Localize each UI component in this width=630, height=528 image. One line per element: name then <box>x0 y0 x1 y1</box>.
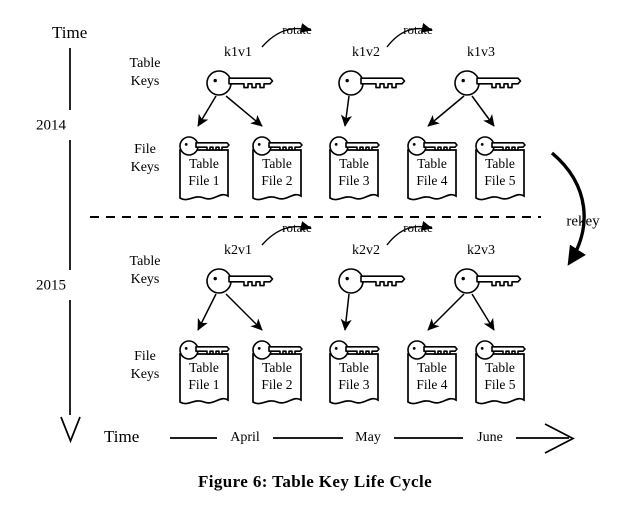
file-label-line2: File 4 <box>416 377 447 392</box>
rotate-label-1-2015: rotate <box>282 220 312 235</box>
figure-caption-container: Figure 6: Table Key Life Cycle <box>0 472 630 492</box>
file-label-line1: Table <box>417 156 447 171</box>
horizontal-axis-label: Time <box>104 427 139 446</box>
table-keys-label-line1-2015: Table <box>130 254 161 269</box>
file-keys-label-line1-2015: File <box>134 349 156 364</box>
derivation-arrow-k2v2-file3 <box>340 293 352 331</box>
derivation-arrow-k1v1-file1 <box>197 95 217 127</box>
derivation-arrows-2014 <box>197 95 495 127</box>
table-key-icon-k1v1 <box>206 70 274 96</box>
derivation-arrow-k2v1-file2 <box>225 293 263 331</box>
file-label-line1: Table <box>339 360 369 375</box>
table-key-icon-k2v3 <box>454 268 522 294</box>
rekey-arrow: rekey <box>550 151 600 266</box>
derivation-arrows-2015 <box>197 293 495 331</box>
rotate-arrow-1-2014: rotate <box>261 22 312 48</box>
file-label-line2: File 3 <box>338 377 369 392</box>
rotate-label-2-2015: rotate <box>403 220 433 235</box>
vertical-time-axis: Time 2014 2015 <box>36 23 87 444</box>
file-label-line2: File 5 <box>484 173 515 188</box>
table-key-icon-k1v3 <box>454 70 522 96</box>
table-key-labels-2015: k2v1 k2v2 k2v3 <box>224 243 495 258</box>
file-label-line1: Table <box>485 156 515 171</box>
derivation-arrow-k2v1-file1 <box>197 293 217 331</box>
derivation-arrow-k1v3-file5 <box>471 95 495 127</box>
file-label-line1: Table <box>189 156 219 171</box>
table-key-label-k2v3: k2v3 <box>467 243 495 258</box>
file-icon-2015-3: Table File 3 <box>329 340 380 405</box>
file-keys-label-line1-2014: File <box>134 142 156 157</box>
table-key-label-k1v3: k1v3 <box>467 45 495 60</box>
file-label-line2: File 4 <box>416 173 447 188</box>
rotate-arrow-2-2015: rotate <box>386 220 433 246</box>
year-tick-2015: 2015 <box>36 277 66 293</box>
derivation-arrow-k2v3-file5 <box>471 293 495 331</box>
file-icon-2014-4: Table File 4 <box>407 136 458 201</box>
file-icon-2015-2: Table File 2 <box>252 340 303 405</box>
derivation-arrow-k1v3-file4 <box>427 95 465 127</box>
horizontal-time-axis: Time April May June <box>104 423 575 454</box>
rotate-arrow-2-2014: rotate <box>386 22 433 48</box>
year-tick-2014: 2014 <box>36 117 67 133</box>
file-label-line1: Table <box>262 156 292 171</box>
table-key-label-k1v2: k1v2 <box>352 45 380 60</box>
file-label-line2: File 1 <box>188 173 219 188</box>
file-label-line2: File 1 <box>188 377 219 392</box>
vertical-axis-arrowhead <box>60 416 81 444</box>
table-key-icon-k1v2 <box>338 70 406 96</box>
file-label-line2: File 5 <box>484 377 515 392</box>
file-icon-2014-5: Table File 5 <box>475 136 526 201</box>
derivation-arrow-k1v2-file3 <box>340 95 352 127</box>
table-key-labels-2014: k1v1 k1v2 k1v3 <box>224 45 495 60</box>
figure-caption: Figure 6: Table Key Life Cycle <box>197 472 433 491</box>
file-label-line2: File 2 <box>261 173 292 188</box>
month-label-june: June <box>477 430 503 445</box>
row-labels-2014: Table Keys File Keys <box>130 56 161 175</box>
table-keys-label-line2-2014: Keys <box>131 74 160 89</box>
file-label-line2: File 3 <box>338 173 369 188</box>
month-label-may: May <box>355 430 381 445</box>
rotate-arrow-1-2015: rotate <box>261 220 312 246</box>
file-icon-2014-3: Table File 3 <box>329 136 380 201</box>
file-label-line1: Table <box>189 360 219 375</box>
file-icon-2015-1: Table File 1 <box>179 340 230 405</box>
table-key-label-k1v1: k1v1 <box>224 45 252 60</box>
table-keys-label-line2-2015: Keys <box>131 272 160 287</box>
file-label-line1: Table <box>417 360 447 375</box>
horizontal-axis-arrowhead <box>544 423 575 454</box>
rotate-label-1-2014: rotate <box>282 22 312 37</box>
file-keys-label-line2-2015: Keys <box>131 367 160 382</box>
rekey-label: rekey <box>566 213 600 229</box>
file-label-line1: Table <box>339 156 369 171</box>
vertical-axis-label: Time <box>52 23 87 42</box>
table-key-icon-k2v1 <box>206 268 274 294</box>
table-keys-label-line1-2014: Table <box>130 56 161 71</box>
file-icon-2015-4: Table File 4 <box>407 340 458 405</box>
file-icon-2014-2: Table File 2 <box>252 136 303 201</box>
file-icon-2015-5: Table File 5 <box>475 340 526 405</box>
month-label-april: April <box>230 430 260 445</box>
file-keys-label-line2-2014: Keys <box>131 160 160 175</box>
file-icon-2014-1: Table File 1 <box>179 136 230 201</box>
table-key-icon-k2v2 <box>338 268 406 294</box>
derivation-arrow-k2v3-file4 <box>427 293 465 331</box>
table-key-label-k2v1: k2v1 <box>224 243 252 258</box>
file-label-line1: Table <box>262 360 292 375</box>
derivation-arrow-k1v1-file2 <box>225 95 263 127</box>
table-key-label-k2v2: k2v2 <box>352 243 380 258</box>
row-labels-2015: Table Keys File Keys <box>130 254 161 382</box>
file-label-line2: File 2 <box>261 377 292 392</box>
rotate-label-2-2014: rotate <box>403 22 433 37</box>
file-label-line1: Table <box>485 360 515 375</box>
